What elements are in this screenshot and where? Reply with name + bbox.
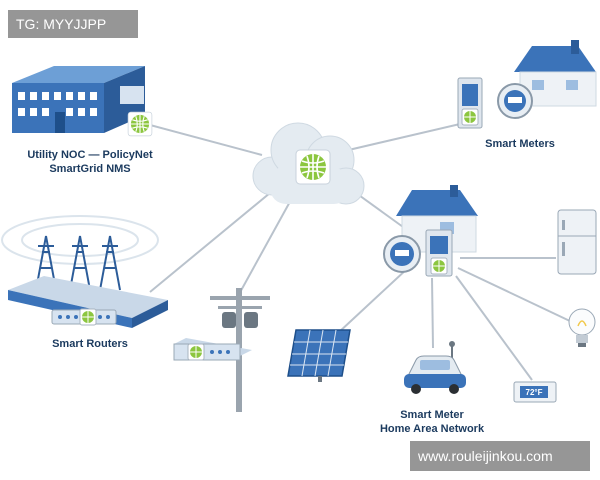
- link-smart-meters: [339, 123, 461, 153]
- office-building-icon: [12, 66, 145, 133]
- smart-routers-label: Smart Routers: [52, 338, 128, 350]
- refrigerator-icon: [557, 209, 597, 275]
- han-label-line1: Smart Meter: [400, 409, 464, 421]
- router-tower-icon: [1, 215, 168, 328]
- watermark-bottom: www.rouleijinkou.com: [410, 441, 590, 471]
- smart-meters-label: Smart Meters: [485, 138, 555, 150]
- link-car: [431, 277, 434, 349]
- link-pole: [237, 197, 293, 297]
- link-thermostat: [455, 275, 533, 381]
- link-solar: [337, 267, 409, 334]
- electric-car-icon: [404, 341, 466, 394]
- noc-label: Utility NOC — PolicyNet SmartGrid NMS: [10, 148, 170, 176]
- solar-panel-icon: [287, 329, 351, 382]
- thermostat-icon: [513, 381, 557, 403]
- home-meter-icon: [383, 229, 453, 277]
- han-label-line2: Home Area Network: [379, 423, 485, 435]
- network-links: [149, 123, 573, 381]
- noc-logo-icon: [127, 111, 153, 137]
- thermostat-reading: 72°F: [526, 388, 543, 397]
- light-bulb-icon: [568, 308, 596, 347]
- link-routers: [149, 187, 277, 293]
- link-noc: [149, 124, 263, 156]
- pole-router-icon: [173, 288, 270, 412]
- smart-meter-icon: [457, 77, 533, 129]
- noc-label-line2: SmartGrid NMS: [49, 163, 131, 175]
- noc-label-line1: Utility NOC — PolicyNet: [27, 149, 153, 161]
- policynet-logo-icon: [295, 149, 331, 185]
- watermark-top: TG: MYYJJPP: [8, 10, 138, 38]
- han-label: Smart Meter Home Area Network: [362, 408, 502, 436]
- link-bulb: [457, 267, 573, 323]
